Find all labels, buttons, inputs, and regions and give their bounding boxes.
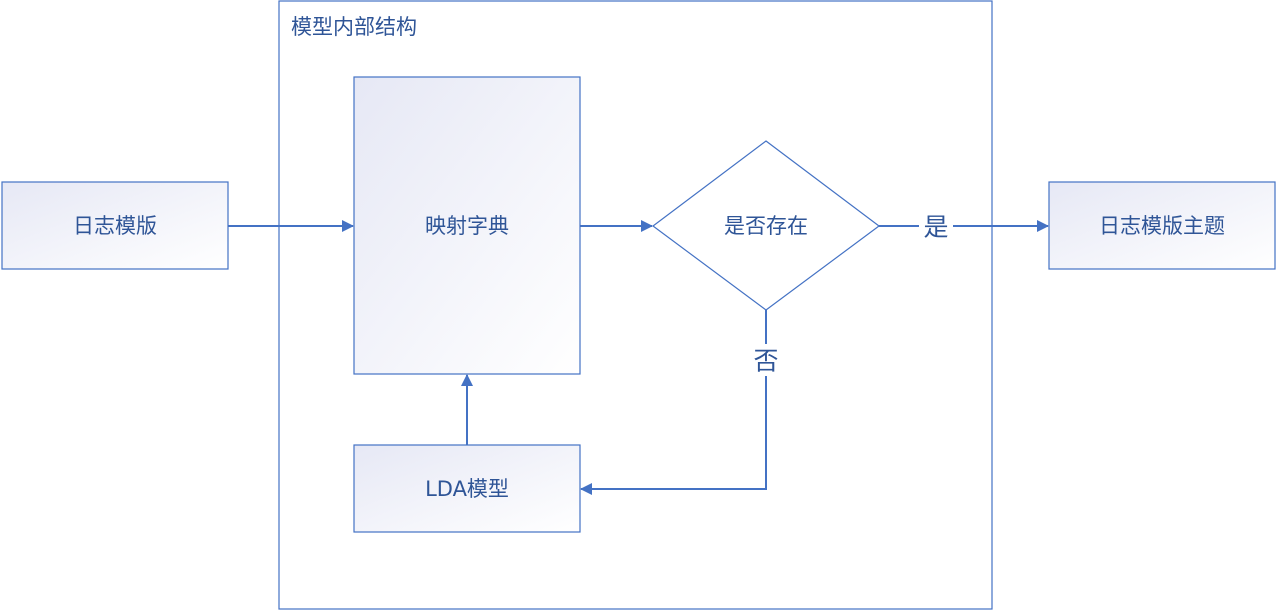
template-topic-label: 日志模版主题 [1099,214,1225,238]
model-structure-container: 模型内部结构 [278,0,993,610]
exists-decision-node[interactable]: 是否存在 [651,140,881,311]
mapping-dict-node[interactable]: 映射字典 [353,76,581,375]
lda-model-label: LDA模型 [425,477,509,501]
mapping-dict-label: 映射字典 [425,214,509,238]
no-label-text: 否 [753,347,778,376]
edge-no-to-lda [580,310,767,495]
yes-label-text: 是 [923,213,948,242]
yes-label: 是 [919,211,953,242]
log-template-node[interactable]: 日志模版 [1,181,229,270]
lda-model-node[interactable]: LDA模型 [353,444,581,533]
template-topic-node[interactable]: 日志模版主题 [1048,181,1276,270]
no-label: 否 [749,344,783,376]
log-template-label: 日志模版 [73,214,157,238]
container-title: 模型内部结构 [291,15,417,39]
exists-decision-label: 是否存在 [724,214,808,238]
